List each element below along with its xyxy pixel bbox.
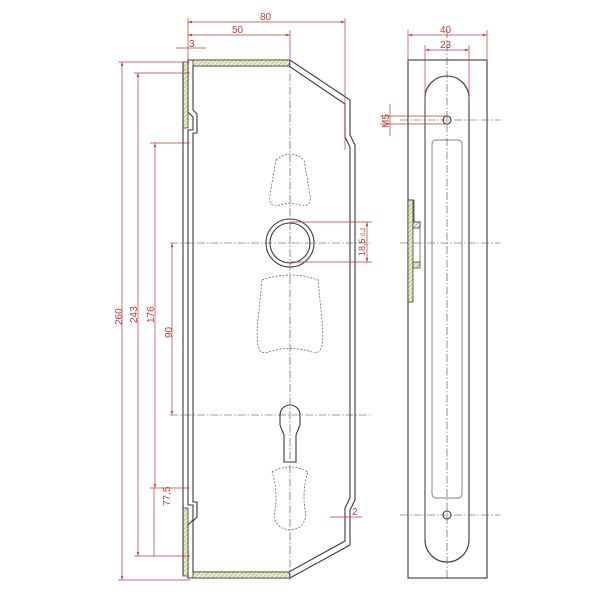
dim-2: 2	[352, 507, 358, 518]
side-view: 40 23 M5	[380, 25, 500, 580]
spindle-hole-outer	[265, 218, 315, 268]
cylinder-cutout	[279, 404, 301, 463]
front-view: 80 50 3 260 243 176 90 77,5 18,5 0,2 2	[114, 12, 372, 581]
dim-260: 260	[114, 308, 125, 325]
side-body	[407, 59, 488, 579]
dim-40: 40	[440, 25, 452, 36]
dim-243: 243	[129, 306, 140, 323]
flange	[182, 61, 189, 129]
dim-m5: M5	[381, 114, 392, 128]
dim-80: 80	[260, 12, 272, 23]
upper-cutout	[269, 153, 311, 206]
dim-3: 3	[189, 39, 195, 50]
dim-176: 176	[146, 306, 157, 323]
faceplate	[424, 75, 470, 563]
screw-hole-bottom	[442, 510, 452, 520]
dim-90: 90	[164, 326, 175, 338]
lower-cutout	[271, 466, 309, 531]
middle-cutout	[256, 274, 324, 354]
case-inner-wall	[192, 65, 351, 573]
case-outline	[187, 59, 356, 579]
dim-23: 23	[440, 40, 452, 51]
dim-77-5: 77,5	[162, 486, 173, 506]
dim-18-5: 18,5 0,2	[357, 227, 367, 256]
spindle-hole-inner	[269, 222, 311, 264]
dim-50: 50	[232, 25, 244, 36]
